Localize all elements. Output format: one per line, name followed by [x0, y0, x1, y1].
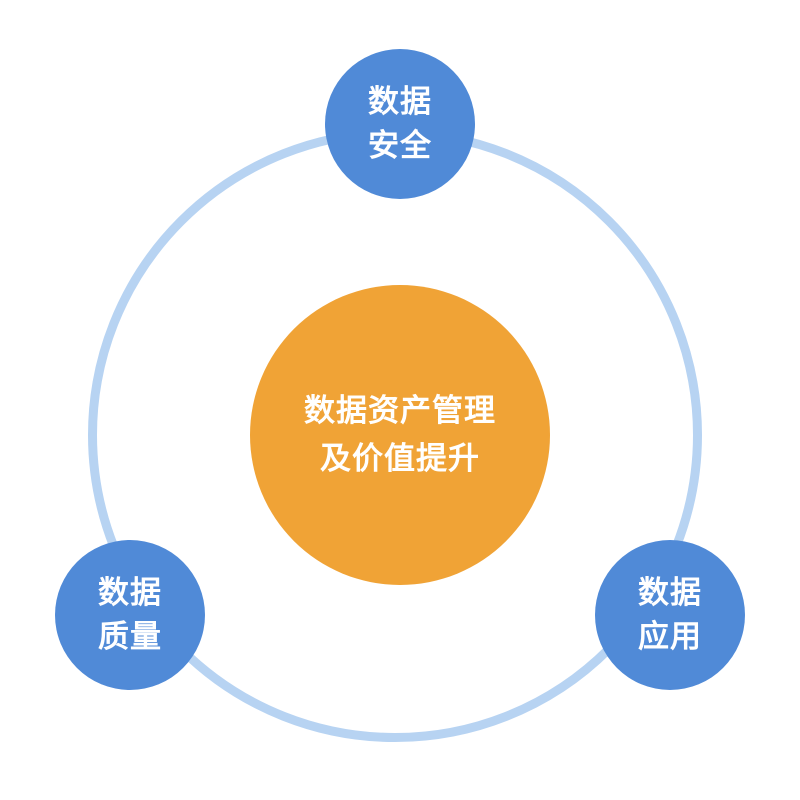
node-data-security-line-2: 安全: [368, 128, 432, 164]
node-data-application: 数据 应用: [595, 540, 745, 690]
node-data-application-line-1: 数据: [638, 575, 702, 611]
node-data-security: 数据 安全: [325, 49, 475, 199]
center-node-data-asset-management: 数据资产管理 及价值提升: [250, 285, 550, 585]
node-data-application-line-2: 应用: [638, 619, 702, 655]
node-data-quality-line-2: 质量: [98, 619, 162, 655]
center-node-line-1: 数据资产管理: [304, 393, 496, 429]
node-data-quality-line-1: 数据: [98, 575, 162, 611]
node-data-security-line-1: 数据: [368, 84, 432, 120]
center-node-line-2: 及价值提升: [320, 441, 480, 477]
node-data-quality: 数据 质量: [55, 540, 205, 690]
